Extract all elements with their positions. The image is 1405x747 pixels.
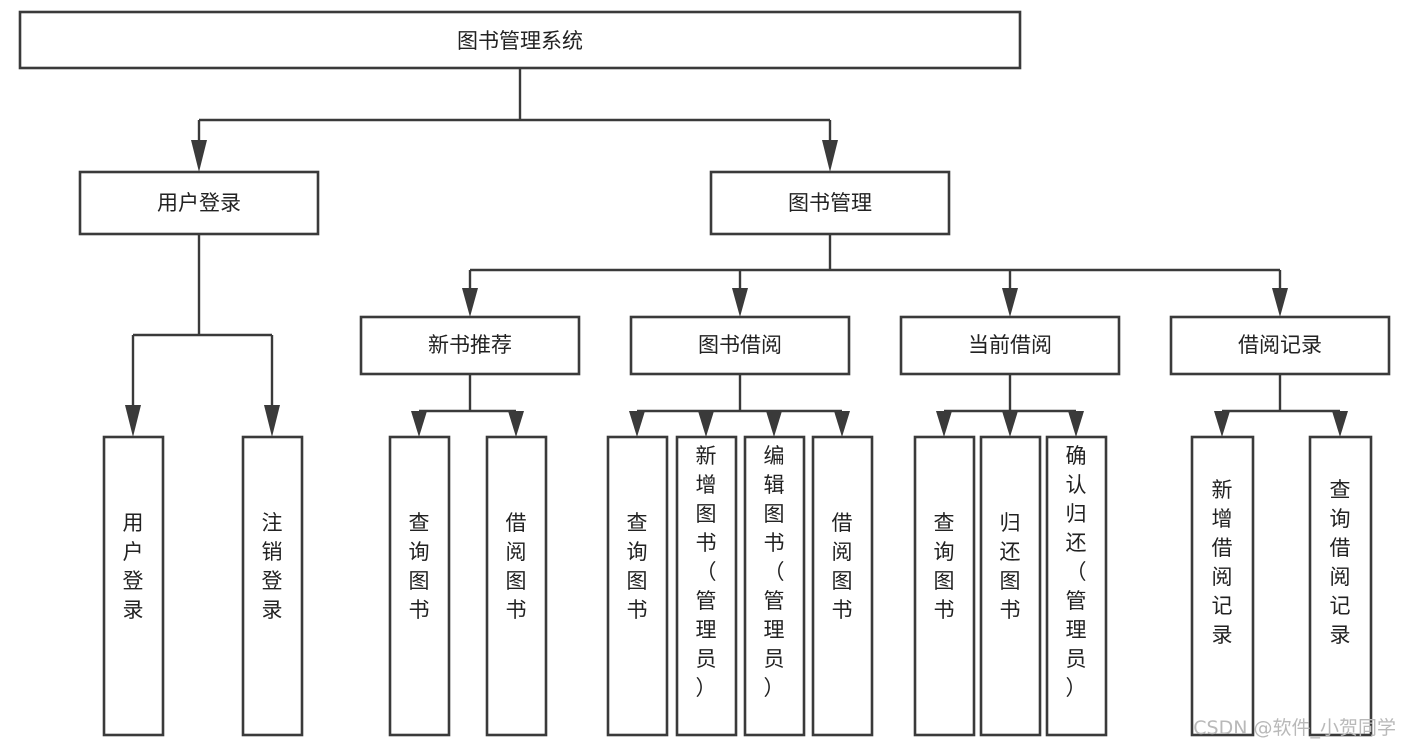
arrowhead-leaf-query-book-3 bbox=[936, 411, 952, 437]
node-leaf-logout-box[interactable] bbox=[241, 435, 304, 737]
arrowhead-leaf-query-book-1 bbox=[411, 411, 427, 437]
node-book-borrow-label: 图书借阅 bbox=[698, 333, 782, 357]
node-leaf-borrow-book-1-label: 借阅图书 bbox=[506, 511, 527, 622]
node-leaf-add-record-label: 新增借阅记录 bbox=[1212, 478, 1233, 647]
node-leaf-borrow-book-2[interactable]: 借阅图书 bbox=[811, 435, 874, 737]
node-leaf-borrow-book-2-label: 借阅图书 bbox=[832, 511, 853, 622]
node-leaf-return-book[interactable]: 归还图书 bbox=[979, 435, 1042, 737]
arrowhead-leaf-edit-book bbox=[766, 411, 782, 437]
arrowhead-leaf-logout bbox=[264, 405, 280, 437]
node-leaf-logout[interactable]: 注销登录 bbox=[241, 435, 304, 737]
node-book-management-label: 图书管理 bbox=[788, 191, 872, 215]
node-leaf-query-book-1-label: 查询图书 bbox=[409, 511, 430, 622]
node-book-management[interactable]: 图书管理 bbox=[709, 170, 951, 236]
node-leaf-query-record-box[interactable] bbox=[1308, 435, 1373, 737]
arrowhead-new-book-recommend bbox=[462, 288, 478, 317]
arrowhead-leaf-user-login bbox=[125, 405, 141, 437]
arrowhead-user-login bbox=[191, 140, 207, 172]
node-user-login-label: 用户登录 bbox=[157, 191, 241, 215]
node-leaf-edit-book[interactable]: 编辑图书（管理员） bbox=[743, 435, 806, 737]
node-current-borrow-box[interactable] bbox=[899, 315, 1121, 376]
node-leaf-confirm-return[interactable]: 确认归还（管理员） bbox=[1045, 435, 1108, 737]
node-leaf-query-book-2-label: 查询图书 bbox=[627, 511, 648, 622]
connectors bbox=[125, 68, 1348, 437]
node-leaf-query-record-label: 查询借阅记录 bbox=[1330, 478, 1351, 647]
node-new-book-recommend-label: 新书推荐 bbox=[428, 333, 512, 357]
node-book-borrow[interactable]: 图书借阅 bbox=[629, 315, 851, 376]
arrowhead-leaf-add-record bbox=[1214, 411, 1230, 437]
node-leaf-add-book[interactable]: 新增图书（管理员） bbox=[675, 435, 738, 737]
arrowhead-leaf-confirm-return bbox=[1068, 411, 1084, 437]
node-leaf-user-login-box[interactable] bbox=[102, 435, 165, 737]
node-user-login[interactable]: 用户登录 bbox=[78, 170, 320, 236]
arrowhead-leaf-query-record bbox=[1332, 411, 1348, 437]
node-leaf-edit-book-box[interactable] bbox=[743, 435, 806, 737]
arrowhead-leaf-query-book-2 bbox=[629, 411, 645, 437]
node-leaf-add-book-box[interactable] bbox=[675, 435, 738, 737]
node-leaf-query-book-2[interactable]: 查询图书 bbox=[606, 435, 669, 737]
node-leaf-query-book-3-box[interactable] bbox=[913, 435, 976, 737]
node-borrow-record[interactable]: 借阅记录 bbox=[1169, 315, 1391, 376]
node-leaf-confirm-return-label: 确认归还（管理员） bbox=[1066, 444, 1087, 700]
node-borrow-record-label: 借阅记录 bbox=[1238, 333, 1322, 357]
arrowhead-borrow-record bbox=[1272, 288, 1288, 317]
node-current-borrow[interactable]: 当前借阅 bbox=[899, 315, 1121, 376]
node-leaf-edit-book-label: 编辑图书（管理员） bbox=[764, 444, 785, 700]
node-leaf-add-record-box[interactable] bbox=[1190, 435, 1255, 737]
node-leaf-logout-label: 注销登录 bbox=[262, 511, 283, 622]
node-new-book-recommend[interactable]: 新书推荐 bbox=[359, 315, 581, 376]
node-leaf-user-login[interactable]: 用户登录 bbox=[102, 435, 165, 737]
node-root-label: 图书管理系统 bbox=[457, 29, 583, 53]
node-leaf-query-book-1[interactable]: 查询图书 bbox=[388, 435, 451, 737]
node-borrow-record-box[interactable] bbox=[1169, 315, 1391, 376]
node-leaf-borrow-book-1[interactable]: 借阅图书 bbox=[485, 435, 548, 737]
node-new-book-recommend-box[interactable] bbox=[359, 315, 581, 376]
node-leaf-add-record[interactable]: 新增借阅记录 bbox=[1190, 435, 1255, 737]
node-leaf-query-record[interactable]: 查询借阅记录 bbox=[1308, 435, 1373, 737]
node-current-borrow-label: 当前借阅 bbox=[968, 333, 1052, 357]
node-leaf-return-book-label: 归还图书 bbox=[1000, 511, 1021, 622]
node-leaf-return-book-box[interactable] bbox=[979, 435, 1042, 737]
node-leaf-confirm-return-box[interactable] bbox=[1045, 435, 1108, 737]
arrowhead-current-borrow bbox=[1002, 288, 1018, 317]
node-leaf-borrow-book-1-box[interactable] bbox=[485, 435, 548, 737]
arrowhead-leaf-add-book bbox=[698, 411, 714, 437]
node-leaf-query-book-3[interactable]: 查询图书 bbox=[913, 435, 976, 737]
node-leaf-user-login-label: 用户登录 bbox=[123, 511, 144, 622]
node-leaf-query-book-2-box[interactable] bbox=[606, 435, 669, 737]
node-leaf-query-book-3-label: 查询图书 bbox=[934, 511, 955, 622]
arrowhead-leaf-return-book bbox=[1002, 411, 1018, 437]
node-book-borrow-box[interactable] bbox=[629, 315, 851, 376]
arrowhead-leaf-borrow-book-1 bbox=[508, 411, 524, 437]
arrowhead-leaf-borrow-book-2 bbox=[834, 411, 850, 437]
watermark-label: CSDN @软件_小贺同学 bbox=[1193, 717, 1396, 739]
node-book-management-box[interactable] bbox=[709, 170, 951, 236]
node-leaf-query-book-1-box[interactable] bbox=[388, 435, 451, 737]
node-leaf-borrow-book-2-box[interactable] bbox=[811, 435, 874, 737]
node-user-login-box[interactable] bbox=[78, 170, 320, 236]
node-root[interactable]: 图书管理系统 bbox=[18, 10, 1022, 70]
arrowhead-book-management bbox=[822, 140, 838, 172]
node-root-box[interactable] bbox=[18, 10, 1022, 70]
node-leaf-add-book-label: 新增图书（管理员） bbox=[696, 444, 717, 700]
arrowhead-book-borrow bbox=[732, 288, 748, 317]
